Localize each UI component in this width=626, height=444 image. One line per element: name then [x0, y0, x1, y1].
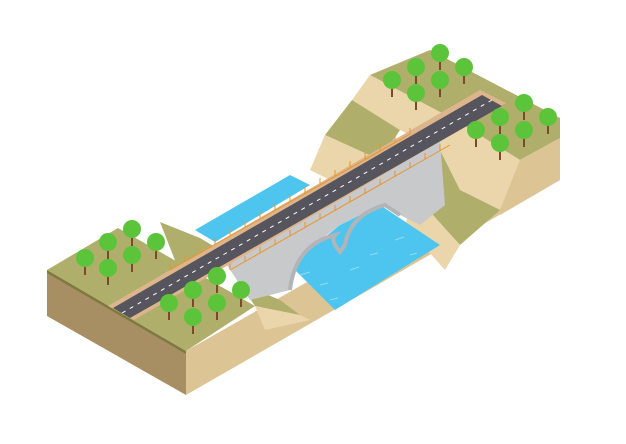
tree-icon [383, 71, 401, 97]
tree-icon [160, 294, 178, 320]
tree-icon [147, 233, 165, 259]
tree-icon [431, 71, 449, 97]
tree-icon [491, 108, 509, 134]
tree-icon [431, 44, 449, 70]
tree-icon [232, 281, 250, 307]
tree-icon [467, 121, 485, 147]
tree-icon [99, 259, 117, 285]
tree-icon [99, 233, 117, 259]
tree-icon [184, 281, 202, 307]
tree-icon [208, 294, 226, 320]
tree-icon [76, 249, 94, 275]
road [108, 90, 506, 320]
river-near [290, 205, 440, 310]
bridge-structure [225, 140, 445, 300]
tree-icon [123, 220, 141, 246]
tree-icon [208, 267, 226, 293]
tree-icon [123, 246, 141, 272]
tree-icon [491, 134, 509, 160]
trees [76, 44, 557, 334]
tree-icon [455, 58, 473, 84]
tree-icon [515, 121, 533, 147]
river-far [195, 175, 310, 242]
tree-icon [515, 94, 533, 120]
tree-icon [407, 58, 425, 84]
tree-icon [407, 84, 425, 110]
tree-icon [184, 308, 202, 334]
tree-icon [539, 108, 557, 134]
